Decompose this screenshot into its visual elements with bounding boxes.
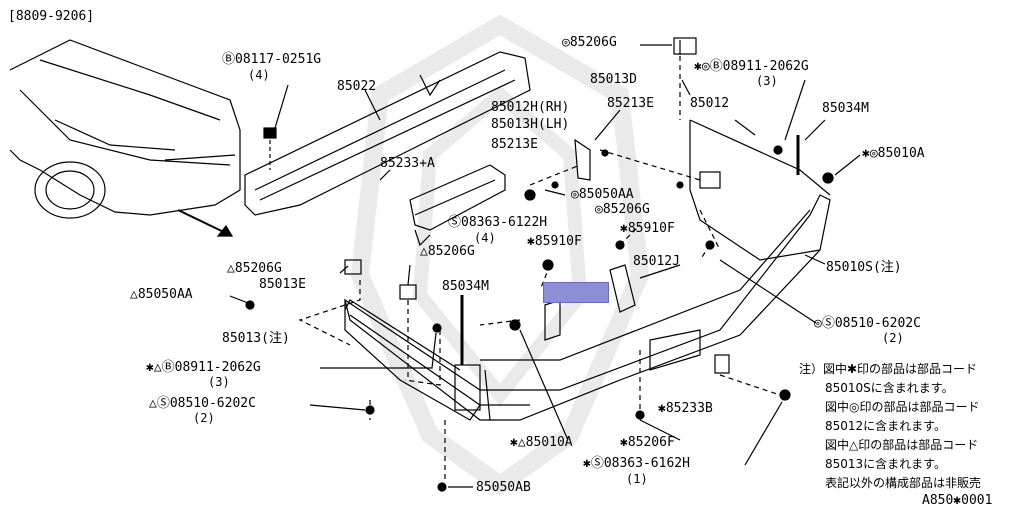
qty-08911-right: (3): [756, 74, 778, 88]
label-85233b[interactable]: ✱85233B: [658, 401, 713, 416]
qty-08363-bottom: (1): [626, 472, 648, 486]
label-85206g-mid[interactable]: ◎85206G: [595, 202, 650, 217]
label-85206g-left[interactable]: △85206G: [227, 261, 282, 276]
car-rear-silhouette: [9, 39, 241, 219]
highlighted-bracket-85012j[interactable]: [543, 282, 609, 303]
footnote-line: 85013に含まれます。: [825, 457, 946, 471]
qty-08363-top: (4): [474, 231, 496, 245]
label-85022[interactable]: 85022: [337, 79, 377, 94]
label-85206f[interactable]: ✱85206F: [620, 435, 675, 450]
label-bolt-08117[interactable]: Ⓑ08117-0251G: [222, 52, 322, 67]
footnote-line: 図中△印の部品は部品コード: [825, 438, 979, 452]
qty-08911-left: (3): [208, 375, 230, 389]
label-85050ab[interactable]: 85050AB: [476, 480, 531, 495]
qty-08510-left: (2): [193, 411, 215, 425]
label-85213e-b[interactable]: 85213E: [491, 137, 538, 152]
footnote-line: 注）図中✱印の部品は部品コード: [799, 362, 978, 376]
label-85013d[interactable]: 85013D: [590, 72, 637, 87]
label-08911-left[interactable]: ✱△Ⓑ08911-2062G: [146, 360, 261, 375]
label-85213e-a[interactable]: 85213E: [607, 96, 654, 111]
date-range: [8809-9206]: [8, 9, 95, 24]
label-08363-top[interactable]: Ⓢ08363-6122H: [448, 215, 548, 230]
reinforcement-85022: [244, 51, 531, 216]
label-08510-left[interactable]: △Ⓢ08510-6202C: [149, 396, 256, 411]
absorber-85233a: [409, 164, 506, 247]
label-leaders: [229, 44, 861, 488]
label-08363-bottom[interactable]: ✱Ⓢ08363-6162H: [583, 456, 690, 471]
panel-85013: [344, 299, 481, 421]
label-85034m-right[interactable]: 85034M: [822, 101, 869, 116]
label-08911-right[interactable]: ✱◎Ⓑ08911-2062G: [694, 59, 809, 74]
label-85012j[interactable]: 85012J: [633, 254, 680, 269]
label-85010a-left[interactable]: ✱△85010A: [510, 435, 573, 450]
fasteners: [245, 145, 834, 492]
label-85013[interactable]: 85013(注): [222, 331, 290, 346]
footnote-line: 表記以外の構成部品は非販売: [825, 476, 982, 490]
label-85013h[interactable]: 85013H(LH): [491, 117, 570, 132]
label-85206g-center[interactable]: △85206G: [420, 244, 475, 259]
footnote-line: 図中◎印の部品は部品コード: [825, 400, 980, 414]
footnote-block: 注）図中✱印の部品は部品コード 85010Sに含まれます。 図中◎印の部品は部品…: [799, 360, 981, 493]
label-85010s[interactable]: 85010S(注): [826, 260, 902, 275]
label-85233a[interactable]: 85233+A: [380, 156, 435, 171]
label-85050aa-right[interactable]: ◎85050AA: [571, 187, 634, 202]
label-85034m-center[interactable]: 85034M: [442, 279, 489, 294]
footnote-line: 85010Sに含まれます。: [825, 381, 954, 395]
label-85013e[interactable]: 85013E: [259, 277, 306, 292]
label-85010a-right[interactable]: ✱◎85010A: [862, 146, 925, 161]
label-08510-right[interactable]: ◎Ⓢ08510-6202C: [814, 316, 921, 331]
figure-code: A850✱0001: [922, 493, 993, 508]
qty-08510-right: (2): [882, 331, 904, 345]
label-85012[interactable]: 85012: [690, 96, 730, 111]
label-85910f-left[interactable]: ✱85910F: [527, 234, 582, 249]
label-85050aa-left[interactable]: △85050AA: [130, 287, 193, 302]
footnote-line: 85012に含まれます。: [825, 419, 946, 433]
label-85206g-top[interactable]: ◎85206G: [562, 35, 617, 50]
qty-bolt-08117: (4): [248, 68, 270, 82]
label-85910f-right[interactable]: ✱85910F: [620, 221, 675, 236]
watermark-emblem: [350, 15, 650, 495]
label-85012h[interactable]: 85012H(RH): [491, 100, 570, 115]
